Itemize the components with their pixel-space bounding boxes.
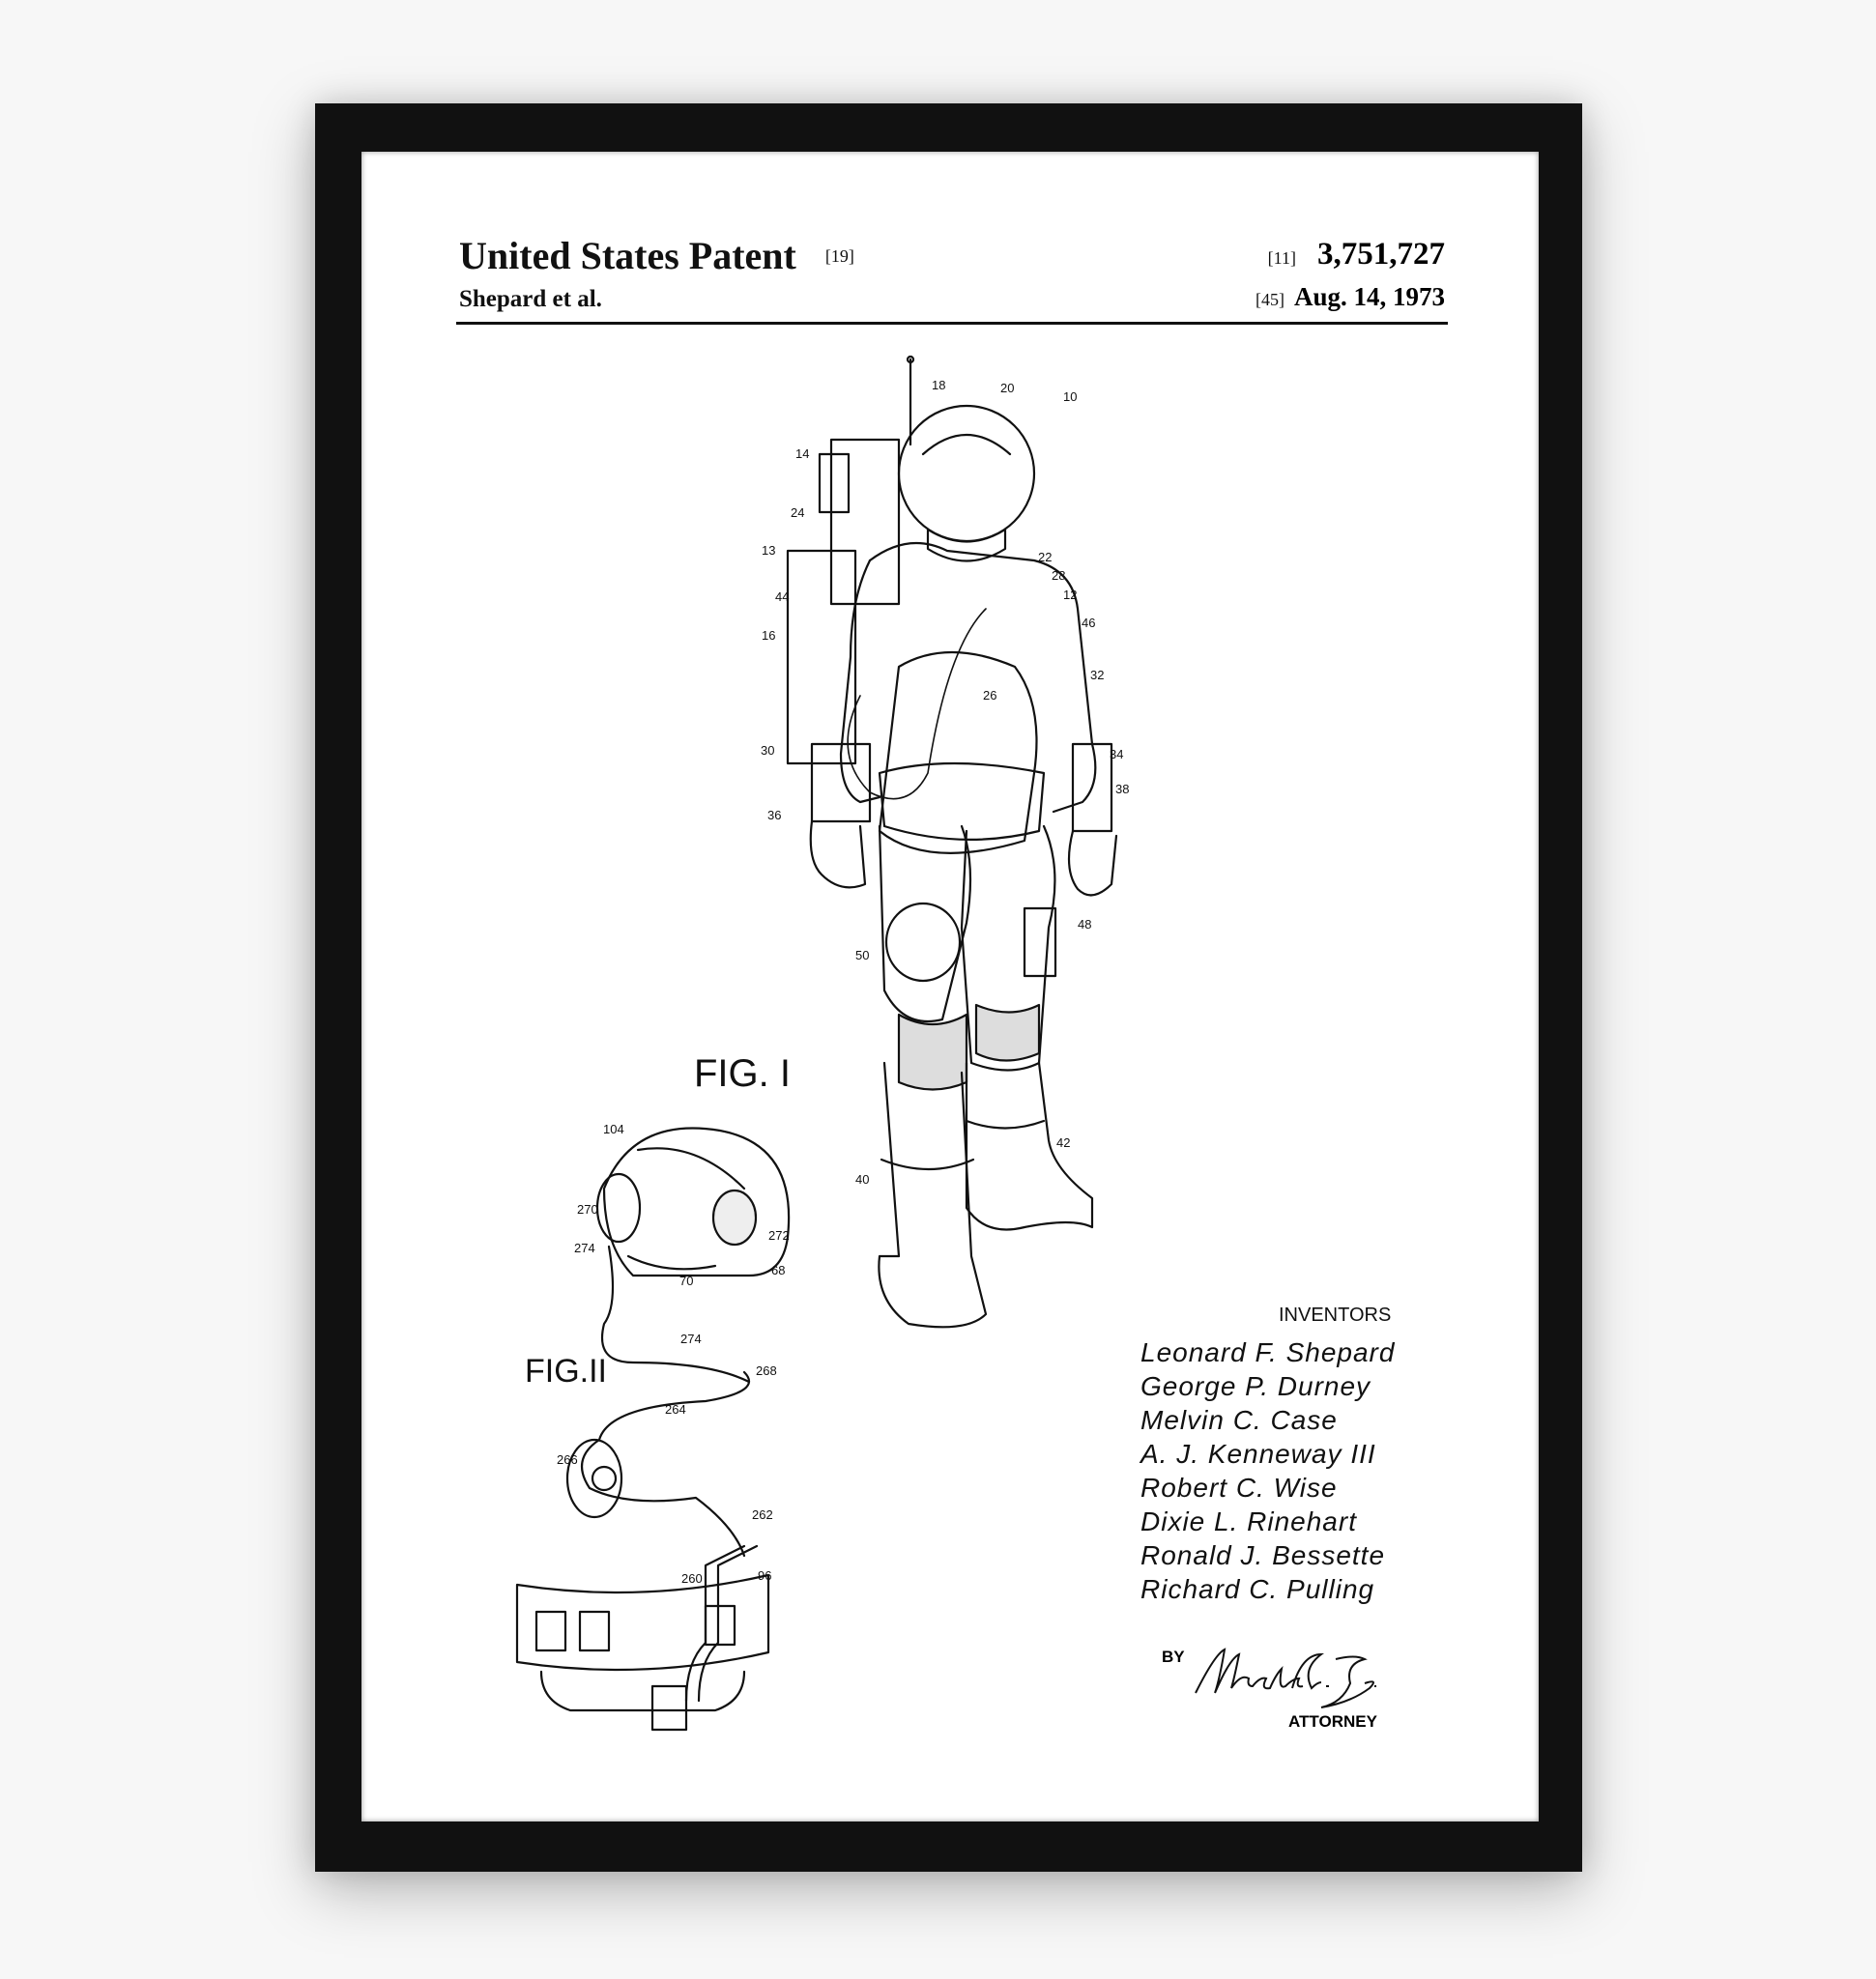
number-code: [11] bbox=[1267, 248, 1296, 268]
patent-date-row: [45] Aug. 14, 1973 bbox=[1255, 282, 1445, 312]
patent-title: United States Patent bbox=[459, 234, 796, 277]
ref-numeral: 38 bbox=[1115, 782, 1130, 796]
ref-numeral: 274 bbox=[680, 1332, 702, 1346]
title-row: United States Patent [19] bbox=[459, 235, 854, 277]
ref-numeral: 16 bbox=[762, 628, 776, 643]
ref-numeral: 30 bbox=[761, 743, 775, 758]
ref-numeral: 272 bbox=[768, 1228, 790, 1243]
ref-numeral: 24 bbox=[791, 505, 805, 520]
inventor-name: George P. Durney bbox=[1140, 1371, 1371, 1401]
ref-numeral: 264 bbox=[665, 1402, 686, 1417]
inventor-name: A. J. Kenneway III bbox=[1140, 1439, 1376, 1469]
ref-numeral: 268 bbox=[756, 1363, 777, 1378]
ref-numeral: 50 bbox=[855, 948, 870, 962]
ref-numeral: 48 bbox=[1078, 917, 1092, 932]
attorney-label: ATTORNEY bbox=[1288, 1712, 1377, 1731]
ref-numeral: 34 bbox=[1110, 747, 1124, 761]
ref-numeral: 96 bbox=[758, 1568, 772, 1583]
fig-1-label: FIG. I bbox=[694, 1052, 791, 1095]
patent-number: 3,751,727 bbox=[1317, 237, 1445, 272]
ref-numeral: 14 bbox=[795, 446, 810, 461]
ref-numeral: 28 bbox=[1052, 568, 1066, 583]
ref-numeral: 270 bbox=[577, 1202, 598, 1217]
ref-numeral: 22 bbox=[1038, 550, 1053, 564]
inventor-short: Shepard et al. bbox=[459, 286, 602, 312]
inventor-name: Robert C. Wise bbox=[1140, 1473, 1338, 1503]
patent-number-row: [11] 3,751,727 bbox=[1268, 237, 1445, 272]
ref-numeral: 42 bbox=[1056, 1135, 1071, 1150]
ref-numeral: 260 bbox=[681, 1571, 703, 1586]
header-rule bbox=[456, 322, 1448, 325]
ref-numeral: 70 bbox=[679, 1274, 694, 1288]
inventor-name: Melvin C. Case bbox=[1140, 1405, 1338, 1435]
helmet-headset-drawing bbox=[515, 1127, 791, 1732]
attorney-signature bbox=[1195, 1648, 1376, 1708]
ref-numeral: 10 bbox=[1063, 389, 1078, 404]
date-code: [45] bbox=[1255, 290, 1284, 309]
ref-numeral: 36 bbox=[767, 808, 782, 822]
ref-numeral: 44 bbox=[775, 589, 790, 604]
inventor-name: Dixie L. Rinehart bbox=[1140, 1506, 1357, 1536]
ref-numeral: 32 bbox=[1090, 668, 1105, 682]
ref-numeral: 266 bbox=[557, 1452, 578, 1467]
inventors-heading: INVENTORS bbox=[1279, 1305, 1392, 1326]
ref-numeral: 274 bbox=[574, 1241, 595, 1255]
ref-numeral: 26 bbox=[983, 688, 997, 703]
ref-numeral: 262 bbox=[752, 1507, 773, 1522]
by-label: BY bbox=[1162, 1648, 1185, 1666]
patent-drawing bbox=[515, 355, 1118, 1732]
ref-numeral: 20 bbox=[1000, 381, 1015, 395]
inventor-name: Ronald J. Bessette bbox=[1140, 1540, 1386, 1570]
patent-print: United States Patent [19] Shepard et al.… bbox=[361, 152, 1539, 1821]
inventor-name: Leonard F. Shepard bbox=[1140, 1337, 1396, 1367]
ref-numeral: 68 bbox=[771, 1263, 786, 1277]
inventor-name: Richard C. Pulling bbox=[1140, 1574, 1375, 1604]
ref-numeral: 40 bbox=[855, 1172, 870, 1187]
patent-date: Aug. 14, 1973 bbox=[1293, 282, 1445, 311]
title-code: [19] bbox=[824, 246, 854, 266]
ref-numeral: 12 bbox=[1063, 588, 1078, 602]
ref-numeral: 13 bbox=[762, 543, 776, 558]
ref-numeral: 18 bbox=[932, 378, 946, 392]
astronaut-suit-drawing bbox=[786, 355, 1118, 1329]
fig-2-label: FIG.II bbox=[525, 1353, 607, 1390]
ref-numeral: 104 bbox=[603, 1122, 624, 1136]
ref-numeral: 46 bbox=[1082, 616, 1096, 630]
